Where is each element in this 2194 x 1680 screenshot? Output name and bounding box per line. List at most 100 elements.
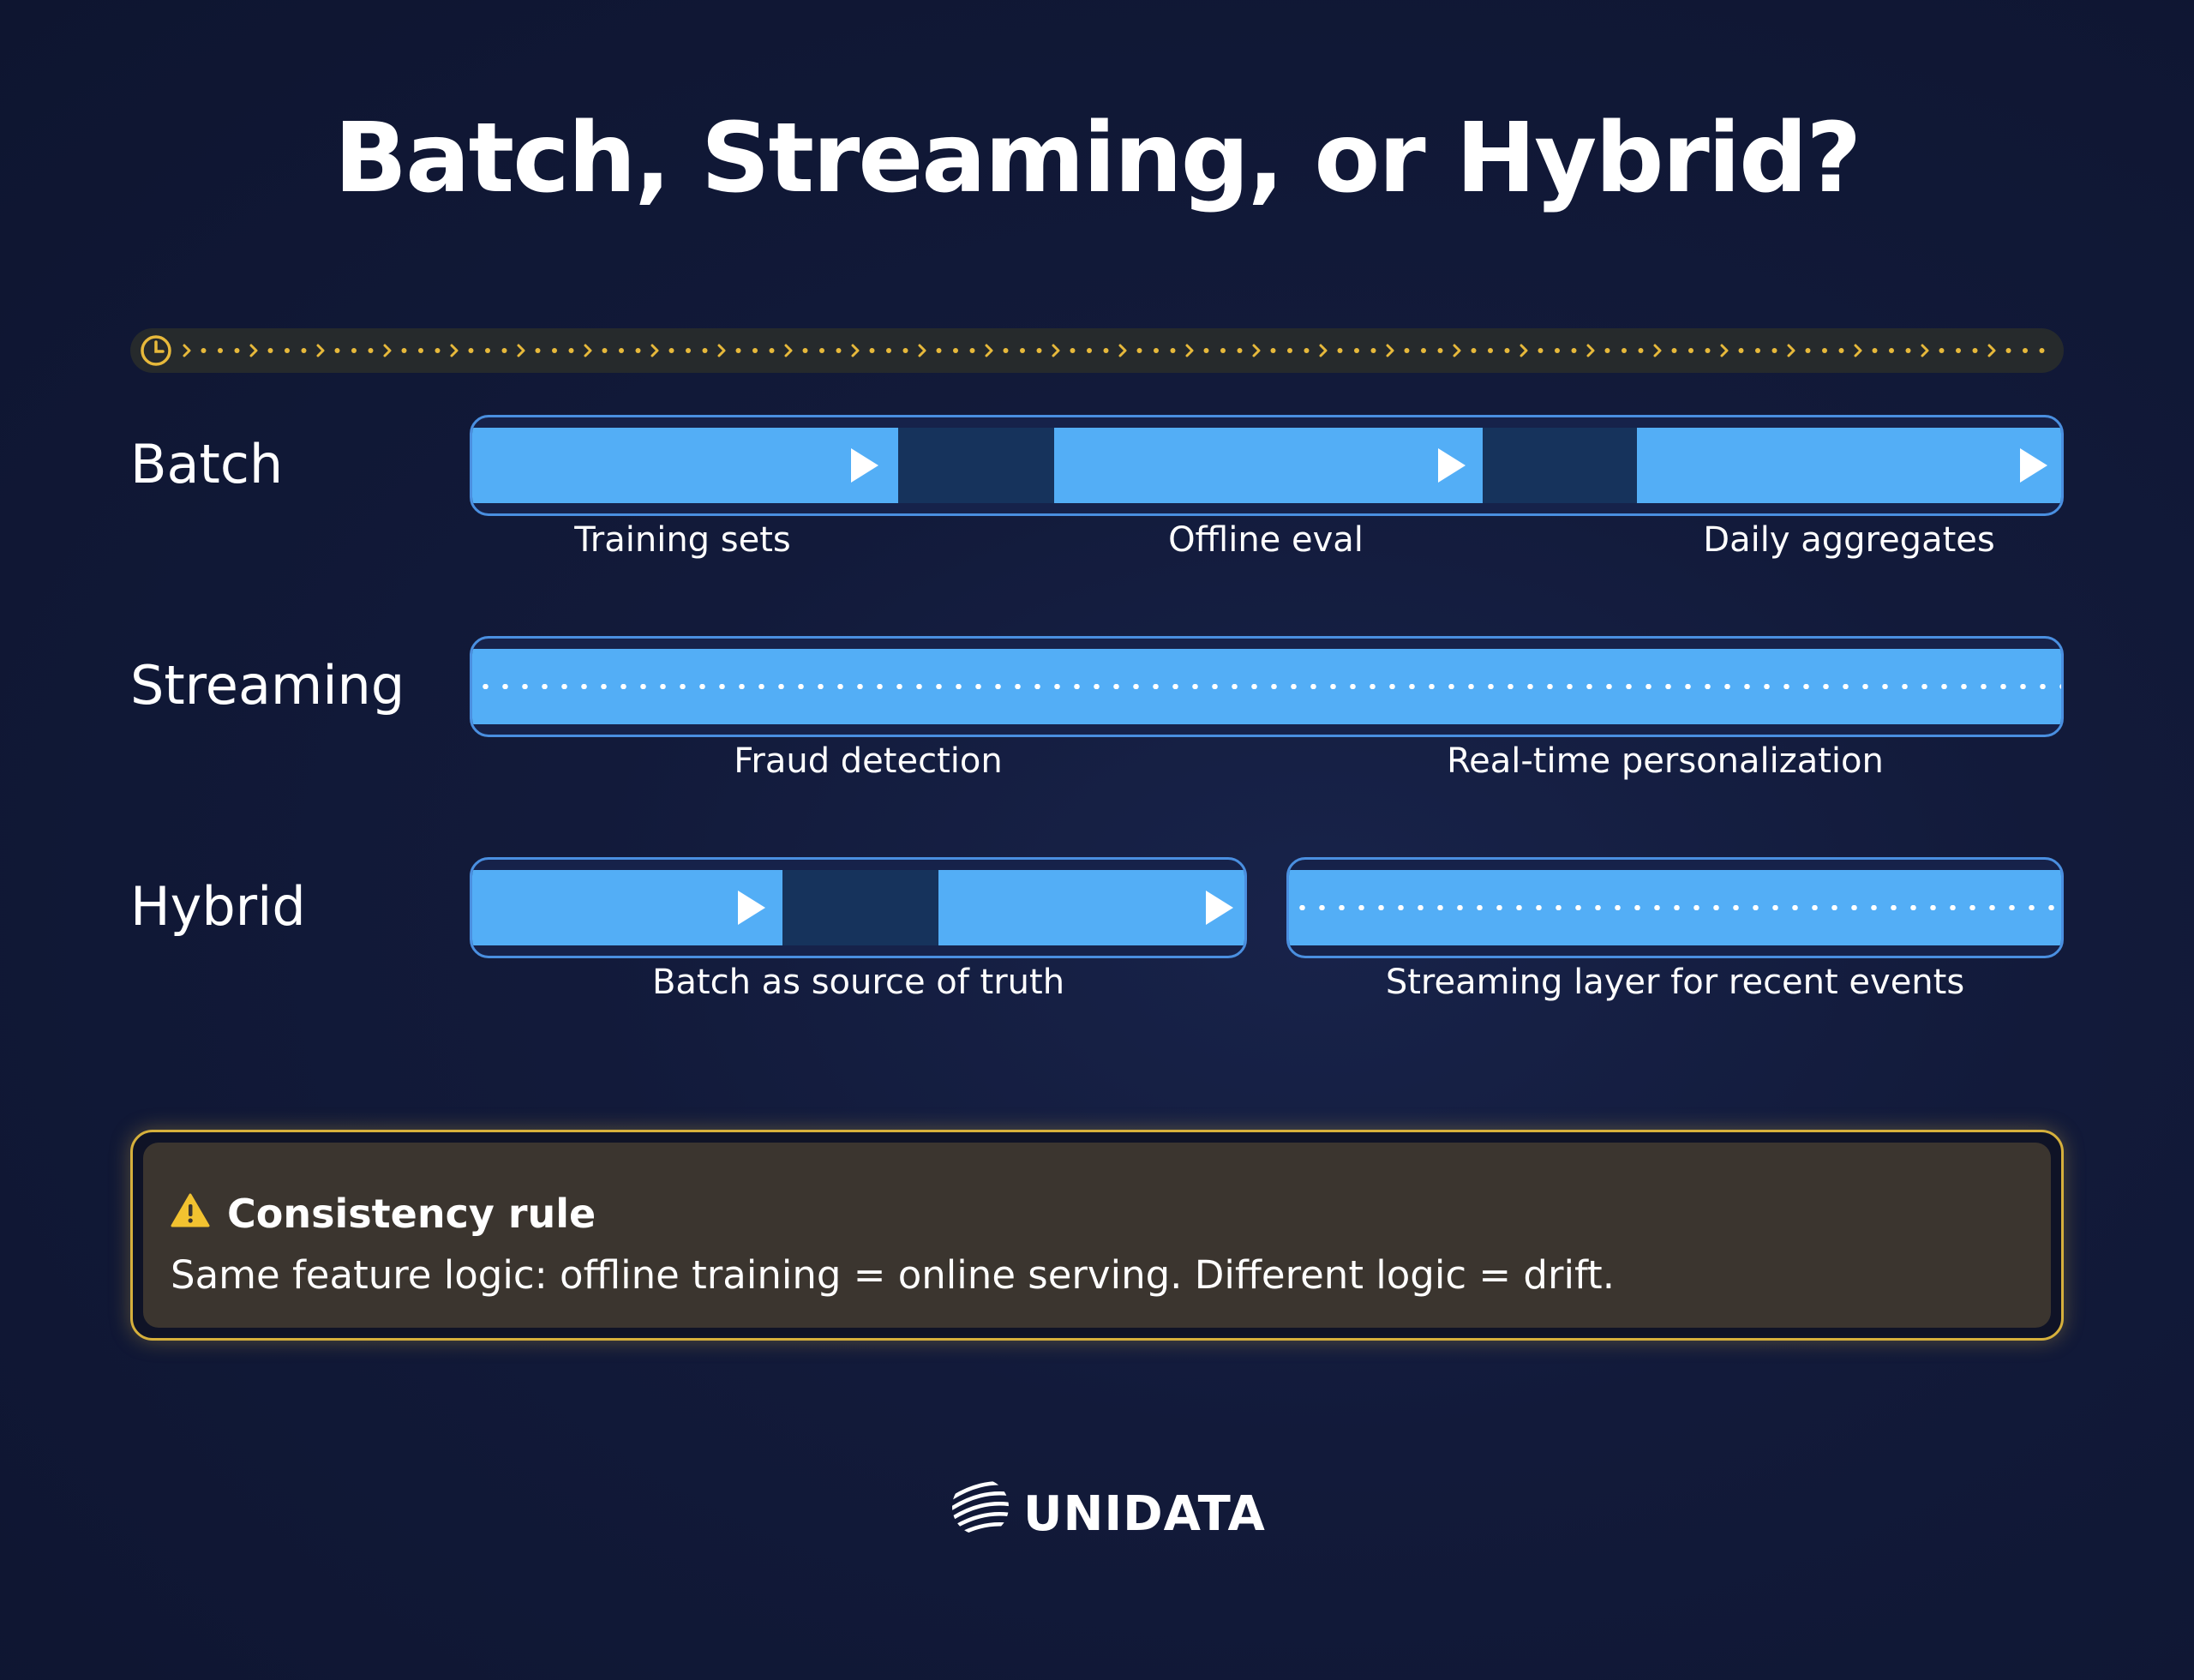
timeline-chevron <box>1854 344 1862 357</box>
timeline-dot <box>1889 348 1894 353</box>
timeline-dot <box>619 348 624 353</box>
caption-realtime-personalization: Real-time personalization <box>1447 741 1884 781</box>
timeline-dot <box>368 348 374 353</box>
timeline-dot <box>1805 348 1811 353</box>
timeline-dot <box>1956 348 1961 353</box>
batch-segment-2 <box>1054 428 1483 503</box>
timeline-chevron <box>1319 344 1328 357</box>
timeline-dot <box>1622 348 1627 353</box>
timeline-dot <box>535 348 541 353</box>
timeline-dot <box>1638 348 1644 353</box>
timeline-dot <box>1822 348 1827 353</box>
warning-icon <box>171 1193 210 1227</box>
caption-fraud-detection: Fraud detection <box>734 741 1003 781</box>
timeline-chevron <box>1185 344 1194 357</box>
hybrid-batch-segment-1 <box>472 870 782 945</box>
consistency-rule-panel: Consistency rule Same feature logic: off… <box>143 1143 2051 1328</box>
timeline-dot <box>1688 348 1693 353</box>
timeline-chevron <box>1052 344 1060 357</box>
timeline-dot <box>1003 348 1009 353</box>
play-icon <box>1206 891 1233 925</box>
timeline-chevron <box>1987 344 1996 357</box>
timeline-dot <box>1103 348 1109 353</box>
timeline-dot <box>819 348 824 353</box>
timeline-dot <box>1838 348 1844 353</box>
timeline-chevron <box>717 344 726 357</box>
timeline-dot <box>1504 348 1510 353</box>
rule-title: Consistency rule <box>227 1191 596 1237</box>
caption-batch-source-of-truth: Batch as source of truth <box>651 963 1065 1002</box>
timeline-dot <box>1070 348 1076 353</box>
rule-text: Same feature logic: offline training = o… <box>171 1252 1615 1298</box>
timeline-dot <box>1437 348 1443 353</box>
timeline-dot <box>1771 348 1777 353</box>
timeline-dot <box>1421 348 1426 353</box>
timeline-dot <box>1020 348 1025 353</box>
hybrid-streaming-track <box>1286 857 2064 958</box>
play-icon <box>738 891 765 925</box>
timeline-chevron <box>383 344 392 357</box>
clock-icon <box>141 335 171 366</box>
timeline-dot <box>2039 348 2045 353</box>
timeline-dot <box>936 348 942 353</box>
timeline-dot <box>1237 348 1243 353</box>
hybrid-batch-track <box>470 857 1247 958</box>
hybrid-batch-segment-2 <box>938 870 1244 945</box>
play-icon <box>2020 448 2047 483</box>
timeline-chevron <box>851 344 860 357</box>
timeline-chevron <box>1453 344 1461 357</box>
timeline-dot <box>1872 348 1878 353</box>
timeline-chevron <box>1720 344 1729 357</box>
timeline-dot <box>1354 348 1359 353</box>
timeline-dot <box>1738 348 1744 353</box>
timeline-dot <box>1755 348 1760 353</box>
hybrid-gap <box>782 870 938 945</box>
caption-streaming-layer: Streaming layer for recent events <box>1385 963 1965 1002</box>
timeline-dot <box>2005 348 2011 353</box>
timeline-dot <box>218 348 223 353</box>
timeline-dot <box>902 348 908 353</box>
timeline-chevron <box>1520 344 1528 357</box>
timeline-dot <box>702 348 708 353</box>
consistency-rule-box: Consistency rule Same feature logic: off… <box>130 1130 2064 1341</box>
timeline-dot <box>735 348 741 353</box>
caption-offline-eval: Offline eval <box>1168 520 1364 560</box>
timeline-dot <box>1905 348 1911 353</box>
timeline-chevron <box>1252 344 1261 357</box>
timeline-dot <box>267 348 273 353</box>
timeline-dot <box>351 348 357 353</box>
timeline-dot <box>953 348 958 353</box>
timeline-dot <box>752 348 758 353</box>
timeline-dot <box>969 348 975 353</box>
streaming-track <box>470 636 2064 737</box>
timeline-arrows <box>183 344 2045 357</box>
timeline-chevron <box>1921 344 1929 357</box>
page-title: Batch, Streaming, or Hybrid? <box>333 103 1862 214</box>
timeline-chevron <box>1787 344 1795 357</box>
timeline-chevron <box>1386 344 1394 357</box>
timeline-dot <box>501 348 507 353</box>
timeline-chevron <box>450 344 459 357</box>
timeline-dot <box>1972 348 1978 353</box>
timeline-dot <box>1370 348 1376 353</box>
timeline-dot <box>2023 348 2028 353</box>
play-icon <box>851 448 878 483</box>
timeline-dot <box>401 348 407 353</box>
timeline-dot <box>1555 348 1560 353</box>
timeline-chevron <box>183 344 191 357</box>
timeline-chevron <box>316 344 325 357</box>
timeline-dot <box>668 348 674 353</box>
timeline-dot <box>836 348 842 353</box>
timeline-dot <box>1705 348 1711 353</box>
timeline-chevron <box>1586 344 1595 357</box>
timeline-dot <box>201 348 207 353</box>
timeline-dot <box>468 348 474 353</box>
timeline-dot <box>769 348 775 353</box>
timeline-dot <box>1604 348 1610 353</box>
globe-logo-icon <box>952 1480 1009 1535</box>
timeline-dot <box>1170 348 1176 353</box>
timeline-dot <box>552 348 557 353</box>
timeline-chevron <box>650 344 659 357</box>
timeline-chevron <box>1653 344 1662 357</box>
timeline-dot <box>1471 348 1477 353</box>
